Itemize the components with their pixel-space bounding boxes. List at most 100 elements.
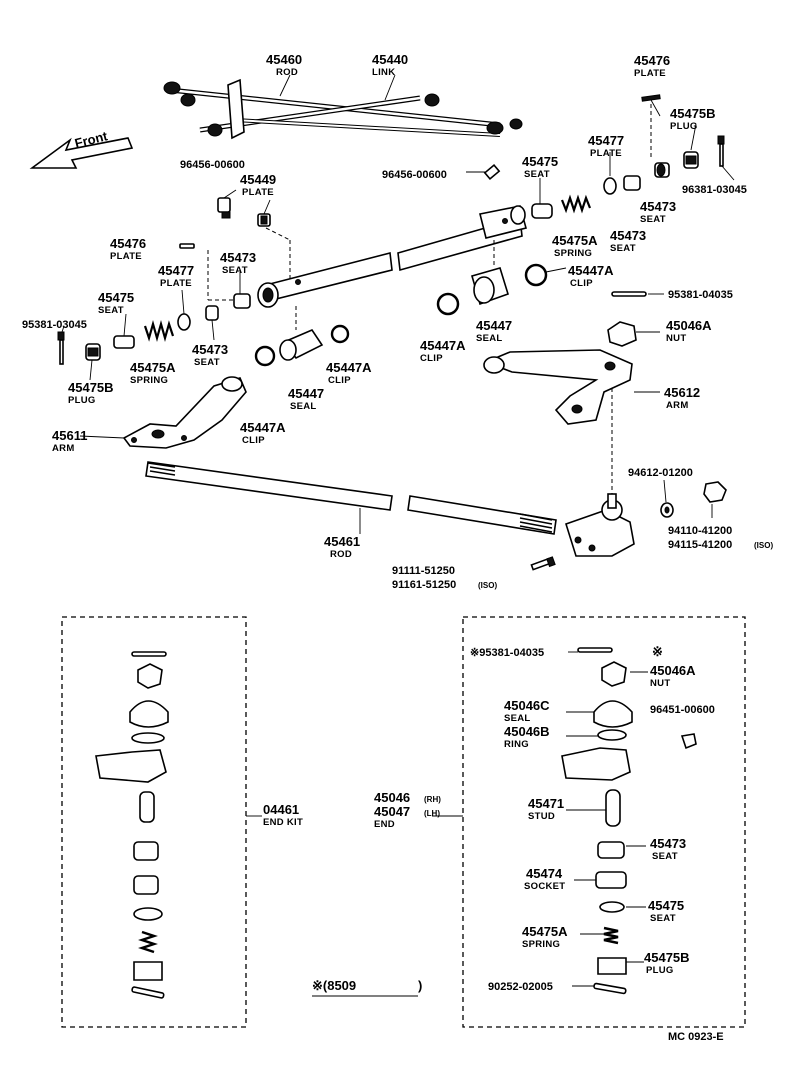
part-label: SPRING (522, 939, 560, 950)
seat-icon (205, 305, 219, 321)
part-number: 45473 (610, 228, 646, 243)
clip-icon (436, 292, 460, 316)
part-number: 45447A (326, 360, 372, 375)
end-assembly-illustration (561, 647, 697, 995)
part-number: 45447A (420, 338, 466, 353)
part-label: PLATE (590, 148, 622, 159)
part-label: END (374, 819, 395, 830)
plate-icon (179, 243, 195, 249)
seat-icon (654, 162, 670, 178)
iso-note: (ISO) (478, 581, 497, 590)
part-number: 45475A (552, 233, 598, 248)
part-label: SEAT (652, 851, 678, 862)
part-label: CLIP (242, 435, 265, 446)
fitting-icon (483, 163, 501, 181)
part-number: 45473 (640, 199, 676, 214)
plate-icon (177, 313, 191, 331)
part-number: 45447A (240, 420, 286, 435)
clip-icon (254, 345, 276, 367)
part-number: 45046 (374, 790, 410, 805)
part-number: 45477 (158, 263, 194, 278)
part-number: 94612-01200 (628, 467, 693, 479)
side-note: (RH) (424, 795, 441, 804)
part-number: 45475 (648, 898, 684, 913)
part-number: 91111-51250 (392, 565, 455, 577)
part-label: SEAT (610, 243, 636, 254)
part-label: ROD (330, 549, 352, 560)
part-label: SEAT (640, 214, 666, 225)
part-label: SEAL (290, 401, 317, 412)
part-number: 45047 (374, 804, 410, 819)
clip-icon (330, 324, 350, 344)
part-label: NUT (650, 678, 670, 689)
part-label: PLUG (646, 965, 674, 976)
part-label: SPRING (554, 248, 592, 259)
part-number: 96381-03045 (682, 184, 747, 196)
part-label: CLIP (328, 375, 351, 386)
part-number: 45046C (504, 698, 550, 713)
clip-icon (524, 263, 548, 287)
part-label: SEAT (222, 265, 248, 276)
fitting-icon (217, 197, 231, 219)
part-number: 45471 (528, 796, 564, 811)
part-number: 45475B (68, 380, 114, 395)
end-kit-illustration (95, 651, 169, 999)
nut-icon (607, 321, 637, 347)
part-number: 45612 (664, 385, 700, 400)
part-label: PLATE (634, 68, 666, 79)
iso-note: (ISO) (754, 541, 773, 550)
part-number: ※95381-04035 (470, 647, 544, 659)
part-label: ARM (52, 443, 75, 454)
seat-icon (531, 203, 553, 219)
tie-rod-end-illustration (565, 493, 635, 557)
iso-date-note-close: ) (418, 978, 422, 993)
part-label: END KIT (263, 817, 303, 828)
main-rod-illustration (145, 461, 557, 535)
part-number: 45449 (240, 172, 276, 187)
part-label: CLIP (570, 278, 593, 289)
part-number: 45474 (526, 866, 563, 881)
part-number: 45473 (650, 836, 686, 851)
plate-icon (603, 177, 617, 195)
part-number: 45460 (266, 52, 302, 67)
part-label: LINK (372, 67, 395, 78)
part-number: 94110-41200 (668, 525, 732, 537)
part-label: PLATE (160, 278, 192, 289)
part-label: STUD (528, 811, 555, 822)
part-number: 45473 (220, 250, 256, 265)
end-assembly-box (462, 616, 746, 1028)
bolt-icon (530, 556, 556, 571)
part-number: 96456-00600 (382, 169, 447, 181)
part-number: 94115-41200 (668, 539, 732, 551)
part-number: 45611 (52, 428, 87, 443)
nut-icon (703, 481, 727, 503)
part-number: 95381-04035 (668, 289, 733, 301)
part-number: 45447 (476, 318, 512, 333)
part-number: 45440 (372, 52, 408, 67)
part-number: 91161-51250 (392, 579, 456, 591)
plug-icon (85, 343, 101, 361)
seat-icon (623, 175, 641, 191)
part-number: 45473 (192, 342, 228, 357)
part-label: SEAL (476, 333, 503, 344)
part-label: SOCKET (524, 881, 565, 892)
part-number: 95381-03045 (22, 319, 87, 331)
arm-45611-illustration (122, 376, 247, 449)
seal-icon (471, 267, 509, 306)
part-label: SPRING (130, 375, 168, 386)
part-number: 45447A (568, 263, 614, 278)
part-number: 45475B (644, 950, 690, 965)
part-label: RING (504, 739, 529, 750)
catalog-code: MC 0923-E (668, 1031, 724, 1043)
arm-45612-illustration (483, 349, 633, 425)
part-number: 45046B (504, 724, 550, 739)
part-number: 45046A (666, 318, 712, 333)
part-number: 45046A (650, 663, 696, 678)
part-number: 45447 (288, 386, 324, 401)
part-label: SEAT (650, 913, 676, 924)
part-label: SEAT (98, 305, 124, 316)
part-label: PLUG (670, 121, 698, 132)
cotter-pin-icon (611, 291, 647, 297)
asterisk-mark: ※ (652, 644, 663, 659)
